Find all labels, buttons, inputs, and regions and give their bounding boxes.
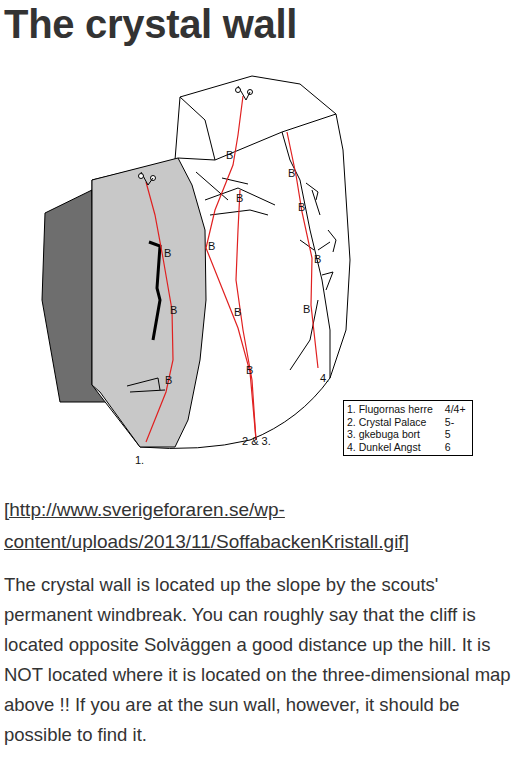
- crack: [149, 242, 160, 340]
- route-name: 1. Flugornas herre: [347, 403, 433, 416]
- route-number: 4.: [320, 373, 329, 384]
- bolt-marker: B: [165, 375, 172, 386]
- route-grade: 6: [445, 441, 466, 454]
- rock-features: [127, 97, 336, 392]
- bolt-marker: B: [208, 241, 215, 252]
- route-table: 1. Flugornas herre 4/4+ 2. Crystal Palace 5…: [343, 400, 473, 456]
- bolt-marker: B: [170, 305, 177, 316]
- route-grade: 5: [445, 428, 466, 441]
- page-title: The crystal wall: [4, 2, 297, 47]
- bolt-marker: B: [314, 254, 321, 265]
- route-grade: 5-: [445, 416, 466, 429]
- source-link: [http://www.sverigeforaren.se/wp-content…: [4, 494, 509, 558]
- bolt-marker: B: [298, 202, 305, 213]
- anchor-symbol: [139, 86, 253, 185]
- rock-face: [92, 76, 350, 448]
- route-lines: [146, 96, 318, 442]
- route-name: 2. Crystal Palace: [347, 416, 433, 429]
- bolt-marker: B: [246, 365, 253, 376]
- route-name: 3. gkebuga bort: [347, 428, 433, 441]
- bolt-marker: B: [303, 304, 310, 315]
- route-number: 1.: [135, 455, 144, 466]
- grey-pillar: [92, 158, 206, 447]
- bolt-marker: B: [288, 168, 295, 179]
- bolt-marker: B: [226, 150, 233, 161]
- bolt-marker: B: [236, 193, 243, 204]
- route-name: 4. Dunkel Angst: [347, 441, 433, 454]
- description-text: The crystal wall is located up the slope…: [4, 570, 519, 750]
- route-number: 2 & 3.: [242, 436, 271, 447]
- bolt-marker: B: [234, 307, 241, 318]
- bolt-marker: B: [164, 248, 171, 259]
- route-grade: 4/4+: [445, 403, 466, 416]
